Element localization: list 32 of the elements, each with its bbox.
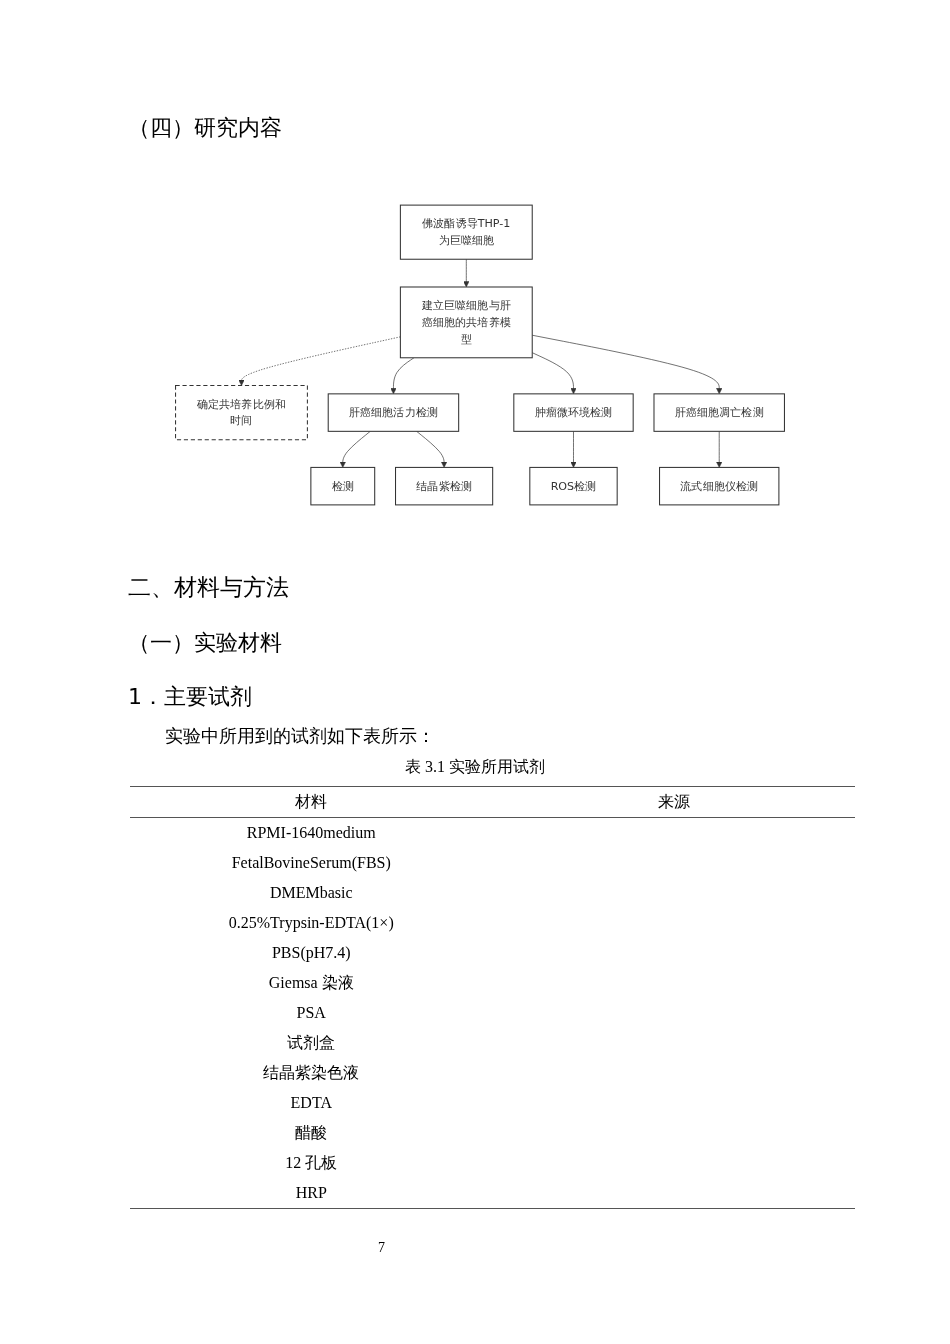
table-cell-text: 12 孔板 <box>284 1152 339 1173</box>
column-header: 来源 <box>492 786 855 818</box>
node-box: 肝癌细胞活力检测 <box>327 393 460 432</box>
table-cell-text: EDTA <box>289 1093 333 1113</box>
node-box: 佛波酯诱导THP-1为巨噬细胞 <box>399 204 533 260</box>
section-heading: （四）研究内容 <box>128 114 282 142</box>
node-box: 确定共培养比例和时间 <box>175 385 308 441</box>
table-cell: RPMI-1640medium <box>130 817 493 848</box>
node-box: 流式细胞仪检测 <box>659 466 780 506</box>
table-cell-text: PSA <box>295 1003 327 1023</box>
page-number: 7 <box>378 1240 385 1256</box>
column-header: 材料 <box>130 786 493 818</box>
table-caption: 表 3.1 实验所用试剂 <box>404 757 546 777</box>
node-box: 检测 <box>310 466 376 506</box>
table-cell-text: 结晶紫染色液 <box>262 1062 361 1083</box>
table-cell-text: FetalBovineSerum(FBS) <box>230 853 392 874</box>
node-box: ROS检测 <box>529 466 618 506</box>
node-box: 肝癌细胞凋亡检测 <box>653 393 785 432</box>
table-cell-text: 0.25%Trypsin-EDTA(1×) <box>227 913 395 934</box>
table-cell-text: DMEMbasic <box>268 883 354 903</box>
table-cell-text: 醋酸 <box>294 1122 329 1143</box>
table-cell: HRP <box>130 1178 493 1209</box>
table-cell-text: PBS(pH7.4) <box>270 943 352 964</box>
node-box: 建立巨噬细胞与肝癌细胞的共培养模型 <box>399 286 533 359</box>
table-cell-text: 试剂盒 <box>286 1032 337 1053</box>
paragraph: 实验中所用到的试剂如下表所示： <box>165 725 435 748</box>
node-box: 结晶紫检测 <box>395 466 494 506</box>
node-box: 肿瘤微环境检测 <box>513 393 634 432</box>
subsection-heading: 1．主要试剂 <box>128 683 252 711</box>
table-cell-text: Giemsa 染液 <box>267 972 355 993</box>
section-heading: 二、材料与方法 <box>128 573 289 602</box>
subsection-heading: （一）实验材料 <box>128 629 282 657</box>
